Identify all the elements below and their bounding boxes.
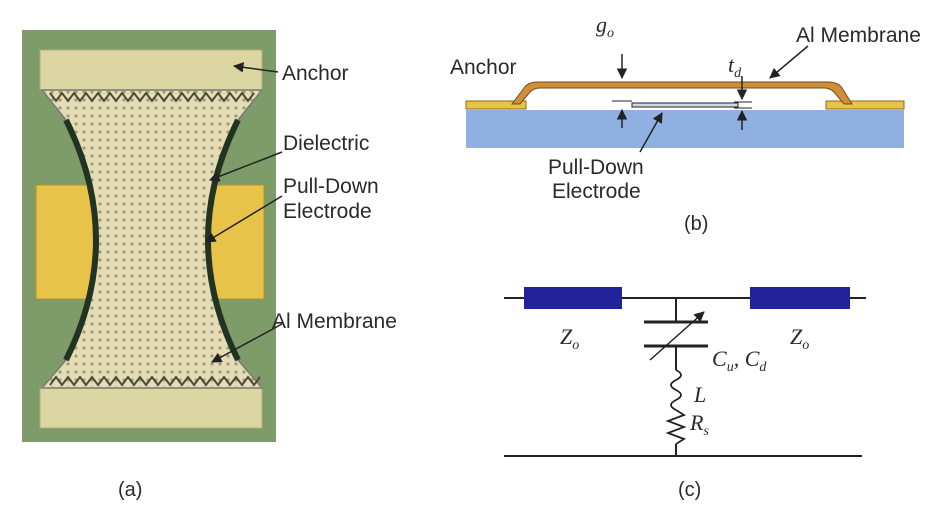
inductor-label: L	[693, 382, 706, 407]
label-electrode-b-line2: Electrode	[552, 180, 641, 203]
line-block-left	[524, 287, 622, 309]
resistor-zigzag	[665, 409, 687, 445]
caption-a: (a)	[118, 479, 142, 501]
gap-symbol: go	[596, 12, 614, 41]
z-left-label: Zo	[560, 324, 579, 353]
caption-b: (b)	[684, 213, 708, 235]
panel-b-cross-section	[465, 81, 905, 148]
membrane-b	[511, 81, 853, 105]
label-electrode-a-line2: Electrode	[283, 200, 372, 223]
pull-down-electrode-b	[631, 102, 739, 108]
caption-c: (c)	[678, 479, 701, 501]
z-right-label: Zo	[790, 324, 809, 353]
anchor-pad-left	[465, 100, 527, 110]
resistor-label: Rs	[689, 410, 709, 439]
anchor-bottom	[39, 387, 263, 429]
membrane-perforations	[42, 90, 262, 388]
dielectric-pointer	[209, 151, 283, 182]
panel-a-device-image	[22, 30, 276, 442]
label-membrane-b: Al Membrane	[796, 24, 921, 47]
membrane-pointer-b	[769, 45, 809, 79]
label-dielectric-a: Dielectric	[283, 132, 369, 155]
electrode-pointer-b	[639, 112, 663, 153]
label-electrode-a-line1: Pull-Down	[283, 175, 379, 198]
electrode-pointer	[205, 195, 283, 243]
anchor-pad-right	[825, 100, 905, 110]
panel-c-circuit	[504, 287, 866, 457]
label-membrane-a: Al Membrane	[272, 310, 397, 333]
anchor-top	[39, 49, 263, 91]
dielectric-thickness-symbol: td	[728, 52, 742, 81]
membrane-pointer	[211, 323, 283, 363]
label-anchor-b: Anchor	[450, 56, 517, 79]
label-anchor-a: Anchor	[282, 62, 349, 85]
inductor-coil	[670, 369, 682, 411]
label-electrode-b-line1: Pull-Down	[548, 156, 644, 179]
substrate-b	[466, 110, 904, 148]
variable-cap-arrow	[649, 311, 705, 361]
electrode-pad-left	[35, 184, 97, 300]
line-block-right	[750, 287, 850, 309]
anchor-pointer	[232, 62, 279, 73]
capacitance-label: Cu, Cd	[712, 346, 767, 375]
